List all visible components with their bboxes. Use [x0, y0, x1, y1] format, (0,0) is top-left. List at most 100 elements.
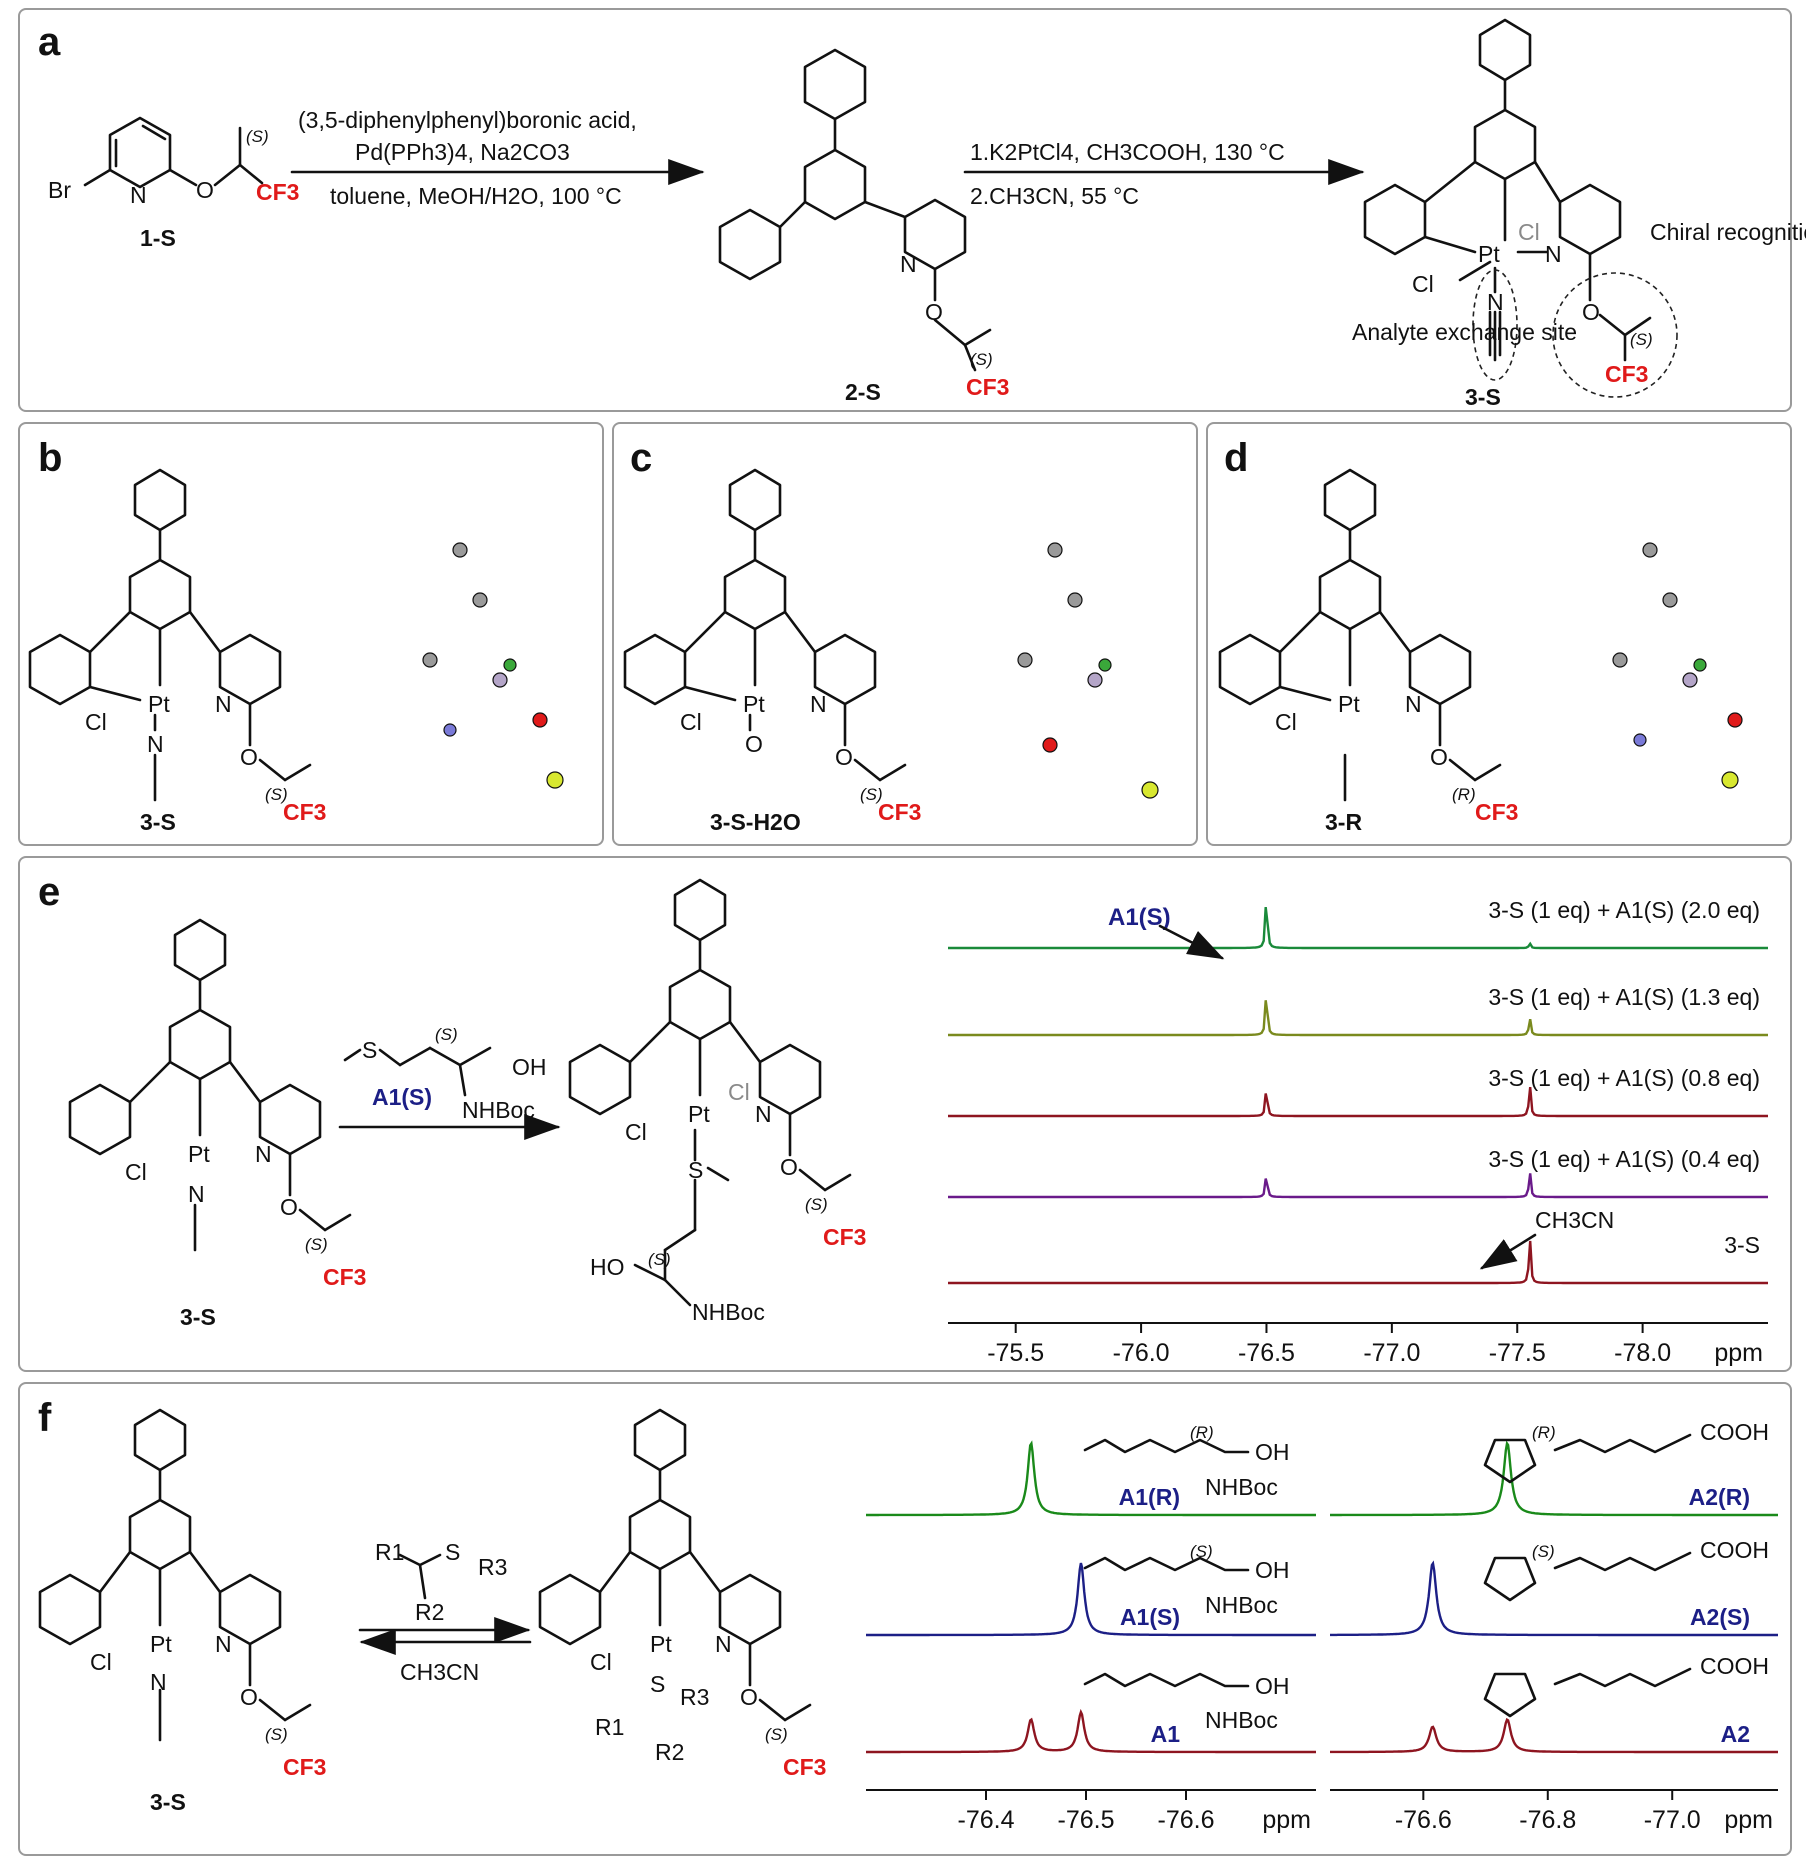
cf3-group: CF3 [256, 179, 299, 205]
panel-b-label: 3-S [140, 809, 176, 835]
panel-e-product-cl: Cl [625, 1119, 647, 1145]
compound-3-nitrile-n: N [1487, 289, 1504, 315]
panel-e-reagent-oh: OH [512, 1054, 547, 1080]
spectrum-trace [1330, 1717, 1778, 1754]
panel-f-o: O [240, 1684, 258, 1710]
panel-d-structure: Pt N Cl O (R) CF3 3-R [1218, 468, 1743, 835]
spectrum-series-label: A2 [1721, 1721, 1750, 1747]
spectrum-legend-label: 3-S (1 eq) + A1(S) (0.4 eq) [1488, 1146, 1760, 1172]
spectrum-series-label: A2(S) [1690, 1604, 1750, 1630]
panel-f-n: N [215, 1631, 232, 1657]
panel-f-reactant: Pt N Cl N O (S) CF3 3-S [38, 1408, 326, 1815]
panel-f-product-cf3: CF3 [783, 1754, 826, 1780]
panel-f-solvent: CH3CN [400, 1659, 479, 1685]
panel-d-label: 3-R [1325, 809, 1362, 835]
panel-f-a1-oh-top: OH [1255, 1439, 1290, 1465]
panel-e-cf3: CF3 [323, 1264, 366, 1290]
spectrum-trace [948, 1086, 1768, 1118]
step1-reagents-line2: Pd(PPh3)4, Na2CO3 [355, 139, 570, 165]
spectrum-x-tick-label: -75.5 [987, 1339, 1044, 1367]
panel-label-c: c [630, 436, 653, 480]
panel-b-cf3: CF3 [283, 799, 326, 825]
panel-e-annotation-arrow-ch3cn [1479, 1233, 1537, 1270]
panel-b [18, 422, 604, 846]
spectrum-x-tick-label: -76.5 [1238, 1339, 1295, 1367]
panel-d-cf3: CF3 [1475, 799, 1518, 825]
panel-e-product-o: O [780, 1154, 798, 1180]
panel-d [1206, 422, 1792, 846]
spectrum-trace [866, 1562, 1316, 1637]
spectrum-trace [948, 906, 1768, 950]
panel-f-a2-chains [1483, 1433, 1692, 1718]
panel-f-a1-oh-mid: OH [1255, 1557, 1290, 1583]
panel-f-nitrile-n: N [150, 1669, 167, 1695]
panel-f-cl: Cl [90, 1649, 112, 1675]
panel-c-cl: Cl [680, 709, 702, 735]
panel-e-product-nhboc: NHBoc [692, 1299, 765, 1325]
compound-3-pt: Pt [1478, 241, 1500, 267]
panel-f-reactant-label: 3-S [150, 1789, 186, 1815]
panel-f-a1-nhboc-mid: NHBoc [1205, 1592, 1278, 1618]
panel-d-stereo: (R) [1452, 785, 1476, 804]
compound-3-label: 3-S [1465, 384, 1501, 410]
panel-f-a2-cooh-bot: COOH [1700, 1653, 1769, 1679]
spectrum-x-tick-label: -76.6 [1158, 1806, 1215, 1834]
panel-e-o: O [280, 1194, 298, 1220]
panel-f-product-pt: Pt [650, 1631, 672, 1657]
panel-e-product-n: N [755, 1101, 772, 1127]
panel-f-r2: R2 [415, 1599, 444, 1625]
panel-d-crystal-structure [1612, 542, 1743, 789]
spectrum-x-tick-label: -77.0 [1363, 1339, 1420, 1367]
panel-e-reactant: Pt N Cl N O (S) CF3 3-S [68, 918, 366, 1330]
panel-b-crystal-structure [422, 542, 564, 789]
panel-e-product-ho: HO [590, 1254, 625, 1280]
panel-f-a2-cooh-mid: COOH [1700, 1537, 1769, 1563]
panel-e [18, 856, 1792, 1372]
panel-e-product-cf3: CF3 [823, 1224, 866, 1250]
panel-f-r1: R1 [375, 1539, 404, 1565]
panel-f-product-n: N [715, 1631, 732, 1657]
panel-label-b: b [38, 436, 63, 480]
panel-f-product-cl: Cl [590, 1649, 612, 1675]
spectrum-x-axis-label: ppm [1262, 1806, 1311, 1834]
bromo-atom: Br [48, 177, 71, 203]
panel-b-n: N [215, 691, 232, 717]
spectrum-legend-label: 3-S (1 eq) + A1(S) (2.0 eq) [1488, 897, 1760, 923]
panel-e-nmr-spectra: 3-S (1 eq) + A1(S) (2.0 eq) 3-S (1 eq) + … [948, 897, 1768, 1367]
compound-2-n: N [900, 251, 917, 277]
panel-f-a1-chains [1083, 1438, 1250, 1688]
spectrum-series-label: A1(S) [1120, 1604, 1180, 1630]
step1-reagents-line1: (3,5-diphenylphenyl)boronic acid, [298, 107, 637, 133]
panel-c [612, 422, 1198, 846]
panel-f-product-stereo: (S) [765, 1725, 788, 1744]
panel-f-a2-stereo-s: (S) [1532, 1542, 1555, 1561]
step2-line1: 1.K2PtCl4, CH3COOH, 130 °C [970, 139, 1285, 165]
panel-e-reagent-label: A1(S) [372, 1084, 432, 1110]
panel-b-pt: Pt [148, 691, 170, 717]
compound-3-cl-gray: Cl [1518, 219, 1540, 245]
panel-label-e: e [38, 870, 61, 914]
panel-f-a2-cooh-top: COOH [1700, 1419, 1769, 1445]
panel-c-label: 3-S-H2O [710, 809, 801, 835]
spectrum-x-tick-label: -76.5 [1058, 1806, 1115, 1834]
panel-label-a: a [38, 20, 61, 64]
panel-e-product-cl-gray: Cl [728, 1079, 750, 1105]
spectrum-series-label: A1 [1151, 1721, 1181, 1747]
panel-f-a2-stereo-r: (R) [1532, 1423, 1556, 1442]
compound-1-structure: Br N O (S) CF3 1-S [48, 116, 299, 251]
step2-line2: 2.CH3CN, 55 °C [970, 183, 1139, 209]
spectrum-x-tick-label: -77.0 [1644, 1806, 1701, 1834]
panel-f-reagent: R1 S R3 R2 CH3CN [358, 1539, 532, 1685]
spectrum-trace [948, 1000, 1768, 1037]
compound-3-structure: Pt Cl N Cl N O (S) CF3 3-S Analyte excha… [1352, 18, 1806, 410]
panel-e-reagent-s: S [362, 1037, 377, 1063]
panel-e-stereo: (S) [305, 1235, 328, 1254]
panel-e-reactant-label: 3-S [180, 1304, 216, 1330]
chiral-recognition-site-label: Chiral recognition site [1650, 219, 1806, 245]
panel-e-pt: Pt [188, 1141, 210, 1167]
panel-f-product-r3: R3 [680, 1684, 709, 1710]
panel-b-o: O [240, 744, 258, 770]
step1-conditions-line3: toluene, MeOH/H2O, 100 °C [330, 183, 622, 209]
